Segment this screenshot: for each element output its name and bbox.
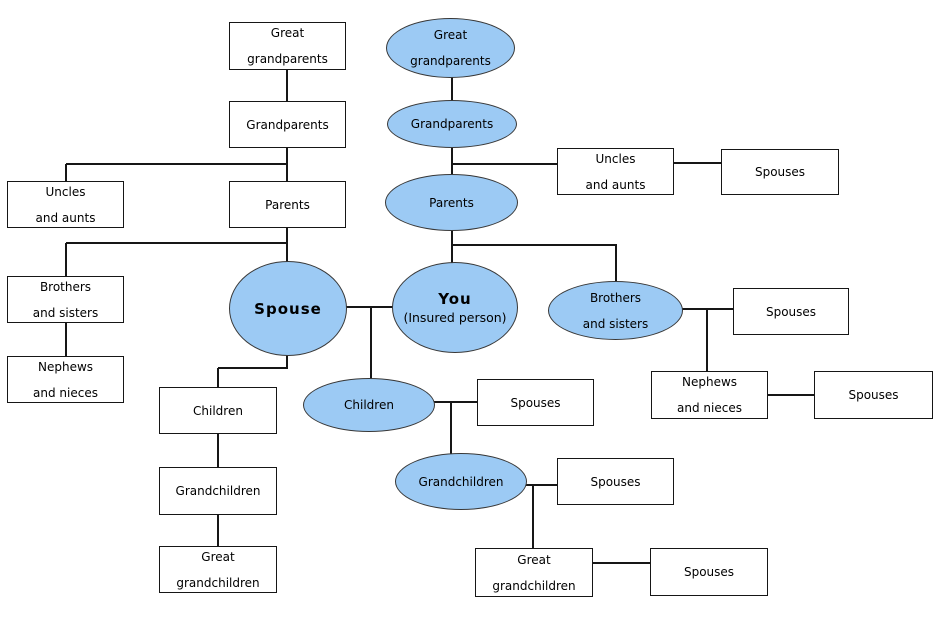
connector-line xyxy=(682,308,734,310)
spouse-children-label: Children xyxy=(193,403,243,418)
spouse-brothers-and-sisters-label: Brothers xyxy=(39,279,92,294)
you-children-label: Children xyxy=(344,398,394,412)
connector-line xyxy=(217,368,219,388)
uncles-and-aunts-spouses-node: Spouses xyxy=(721,149,839,195)
connector-line xyxy=(65,323,67,357)
connector-line xyxy=(286,148,288,182)
spouse-nephews-and-nieces-label: and nieces xyxy=(33,385,98,400)
spouse-grandchildren-label: Grandchildren xyxy=(175,484,261,498)
connector-line xyxy=(615,245,617,283)
uncles-and-aunts-spouses-label: Spouses xyxy=(754,165,806,179)
spouse-parents-label: Parents xyxy=(265,197,310,212)
you-parents-node: Parents xyxy=(385,174,518,231)
connector-line xyxy=(286,228,288,262)
children-spouses-node: Spouses xyxy=(477,379,594,426)
spouse-great-grandchildren-node: Great grandchildren xyxy=(159,546,277,593)
you-grandchildren-node: Grandchildren xyxy=(395,453,527,510)
great-grandchildren-spouses-node: Spouses xyxy=(650,548,768,596)
you-grandparents-node: Grandparents xyxy=(387,100,517,148)
you-uncles-and-aunts-label: and aunts xyxy=(585,177,646,192)
you-great-grandchildren-node: Great grandchildren xyxy=(475,548,593,597)
spouse-great-grandchildren-label: grandchildren xyxy=(176,575,260,590)
children-spouses-label: Spouses xyxy=(510,395,561,410)
connector-line xyxy=(217,515,219,547)
you-parents-label: Parents xyxy=(429,195,474,210)
grandchildren-spouses-node: Spouses xyxy=(557,458,674,505)
connector-line xyxy=(65,164,67,182)
connector-line xyxy=(218,367,288,369)
brothers-and-sisters-spouses-label: Spouses xyxy=(765,304,817,319)
connector-line xyxy=(451,147,453,175)
connector-line xyxy=(65,243,67,277)
you-insured-person-label: You xyxy=(438,289,472,308)
you-nephews-and-nieces-label: Nephews xyxy=(681,375,738,389)
you-grandchildren-label: Grandchildren xyxy=(418,474,504,489)
you-brothers-and-sisters-node: Brothers and sisters xyxy=(548,281,683,340)
you-brothers-and-sisters-label: Brothers xyxy=(589,290,642,305)
connector-line xyxy=(767,394,815,396)
connector-line xyxy=(286,70,288,102)
you-grandparents-label: Grandparents xyxy=(410,117,494,131)
spouse-uncles-and-aunts-label: Uncles xyxy=(45,184,86,199)
spouse-great-grandchildren-label: Great xyxy=(201,549,235,564)
spouse-label: Spouse xyxy=(254,299,322,318)
you-great-grandchildren-label: grandchildren xyxy=(492,578,576,593)
you-great-grandchildren-label: Great xyxy=(517,552,551,567)
spouse-great-grandparents-label: Great xyxy=(270,26,305,40)
connector-line xyxy=(370,307,372,379)
brothers-and-sisters-spouses-node: Spouses xyxy=(733,288,849,335)
nephews-and-nieces-spouses-label: Spouses xyxy=(848,388,899,402)
connector-line xyxy=(434,401,478,403)
you-children-node: Children xyxy=(303,378,435,432)
connector-line xyxy=(452,163,558,165)
you-uncles-and-aunts-label: Uncles xyxy=(595,151,636,166)
spouse-parents-node: Parents xyxy=(229,181,346,228)
spouse-nephews-and-nieces-node: Nephews and nieces xyxy=(7,356,124,403)
spouse-uncles-and-aunts-label: and aunts xyxy=(35,210,96,225)
connector-line xyxy=(451,230,453,263)
spouse-grandparents-label: Grandparents xyxy=(246,117,329,132)
connector-line xyxy=(592,562,651,564)
spouse-grandparents-node: Grandparents xyxy=(229,101,346,148)
spouse-great-grandparents-node: Great grandparents xyxy=(229,22,346,70)
connector-line xyxy=(706,309,708,372)
connector-line xyxy=(66,242,288,244)
connector-line xyxy=(452,244,617,246)
connector-line xyxy=(346,306,393,308)
you-uncles-and-aunts-node: Uncles and aunts xyxy=(557,148,674,195)
spouse-grandchildren-node: Grandchildren xyxy=(159,467,277,515)
great-grandchildren-spouses-label: Spouses xyxy=(683,565,735,579)
you-insured-person-node: You(Insured person) xyxy=(392,262,518,353)
connector-line xyxy=(674,162,722,164)
you-nephews-and-nieces-label: and nieces xyxy=(677,401,742,415)
you-great-grandparents-label: grandparents xyxy=(410,54,491,68)
spouse-children-node: Children xyxy=(159,387,277,434)
grandchildren-spouses-label: Spouses xyxy=(590,474,641,489)
connector-line xyxy=(217,434,219,468)
you-great-grandparents-node: Great grandparents xyxy=(386,18,515,78)
spouse-great-grandparents-label: grandparents xyxy=(247,52,328,66)
spouse-uncles-and-aunts-node: Uncles and aunts xyxy=(7,181,124,228)
spouse-brothers-and-sisters-node: Brothers and sisters xyxy=(7,276,124,323)
connector-line xyxy=(532,485,534,549)
connector-line xyxy=(526,484,558,486)
connector-line xyxy=(66,163,288,165)
you-insured-person-label: (Insured person) xyxy=(403,309,507,325)
you-nephews-and-nieces-node: Nephews and nieces xyxy=(651,371,768,419)
connector-line xyxy=(451,77,453,101)
nephews-and-nieces-spouses-node: Spouses xyxy=(814,371,933,419)
spouse-nephews-and-nieces-label: Nephews xyxy=(37,359,94,374)
you-brothers-and-sisters-label: and sisters xyxy=(582,316,649,331)
you-great-grandparents-label: Great xyxy=(433,28,468,42)
connector-line xyxy=(286,354,288,369)
spouse-brothers-and-sisters-label: and sisters xyxy=(32,305,99,320)
spouse-node: Spouse xyxy=(229,261,347,356)
connector-line xyxy=(450,402,452,455)
